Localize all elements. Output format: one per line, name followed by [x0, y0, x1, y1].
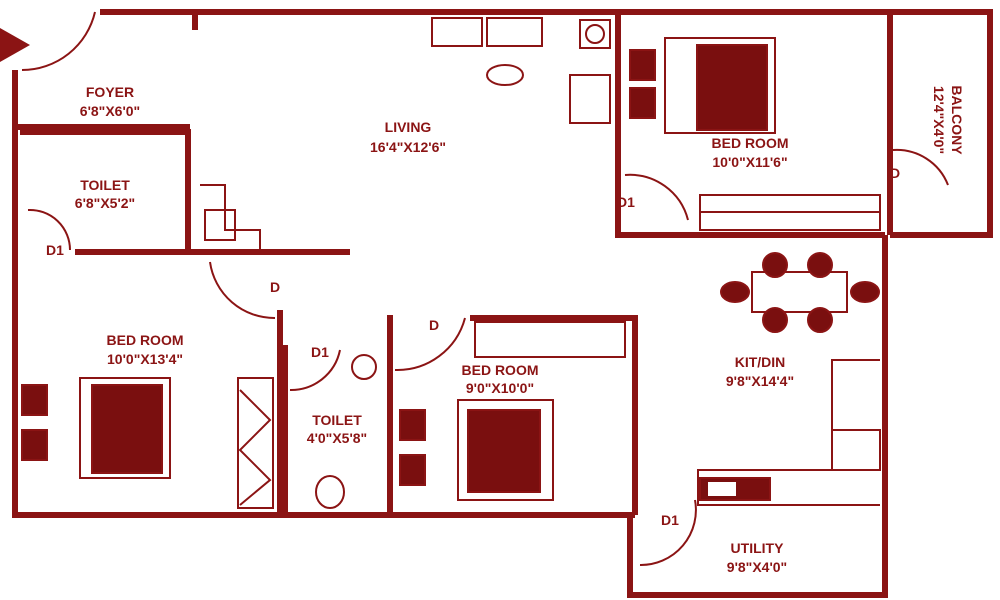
bed-top-right [629, 37, 776, 134]
sofa-set [431, 17, 611, 124]
outer-walls [12, 9, 993, 598]
entrance-arrow-icon [0, 28, 30, 62]
room-label-living: LIVING 16'4"X12'6" [370, 119, 446, 155]
svg-text:KIT/DIN: KIT/DIN [735, 354, 786, 370]
interior-walls [15, 12, 885, 515]
wardrobes [237, 194, 881, 509]
door-label: D [890, 165, 900, 181]
door-label: D1 [46, 242, 64, 258]
kitchen-counter [697, 359, 881, 506]
room-label-bedroom-2: BED ROOM 10'0"X13'4" [107, 332, 184, 367]
svg-text:16'4"X12'6": 16'4"X12'6" [370, 139, 446, 155]
door-label: D1 [661, 512, 679, 528]
room-label-utility: UTILITY 9'8"X4'0" [727, 540, 787, 575]
svg-text:BED ROOM: BED ROOM [712, 135, 789, 151]
svg-text:9'8"X14'4": 9'8"X14'4" [726, 373, 794, 389]
svg-text:BED ROOM: BED ROOM [462, 362, 539, 378]
toilet-fixtures [204, 209, 377, 509]
dining-table [720, 252, 880, 333]
svg-text:9'0"X10'0": 9'0"X10'0" [466, 380, 534, 396]
bed-left [21, 377, 171, 479]
svg-text:6'8"X5'2": 6'8"X5'2" [75, 195, 135, 211]
svg-text:BALCONY: BALCONY [949, 85, 965, 155]
door-swings [21, 11, 949, 567]
svg-text:10'0"X11'6": 10'0"X11'6" [712, 154, 787, 170]
room-label-bedroom-1: BED ROOM 10'0"X11'6" [712, 135, 789, 170]
svg-text:UTILITY: UTILITY [731, 540, 785, 556]
svg-text:6'8"X6'0": 6'8"X6'0" [80, 103, 140, 119]
svg-text:4'0"X5'8": 4'0"X5'8" [307, 430, 367, 446]
room-label-kitchen-dining: KIT/DIN 9'8"X14'4" [726, 354, 794, 389]
door-label: D [270, 279, 280, 295]
room-label-foyer: FOYER 6'8"X6'0" [80, 84, 140, 119]
svg-text:FOYER: FOYER [86, 84, 134, 100]
svg-text:BED ROOM: BED ROOM [107, 332, 184, 348]
door-label: D1 [311, 344, 329, 360]
svg-text:TOILET: TOILET [312, 412, 362, 428]
room-label-bedroom-3: BED ROOM 9'0"X10'0" [462, 362, 539, 396]
room-label-toilet-2: TOILET 4'0"X5'8" [307, 412, 367, 446]
svg-text:10'0"X13'4": 10'0"X13'4" [107, 351, 183, 367]
svg-text:LIVING: LIVING [385, 119, 432, 135]
room-label-toilet-1: TOILET 6'8"X5'2" [75, 177, 135, 211]
door-label: D1 [617, 194, 635, 210]
door-label: D [429, 317, 439, 333]
svg-text:12'4"X4'0": 12'4"X4'0" [931, 86, 947, 154]
svg-text:9'8"X4'0": 9'8"X4'0" [727, 559, 787, 575]
svg-text:TOILET: TOILET [80, 177, 130, 193]
bed-middle [399, 399, 554, 501]
